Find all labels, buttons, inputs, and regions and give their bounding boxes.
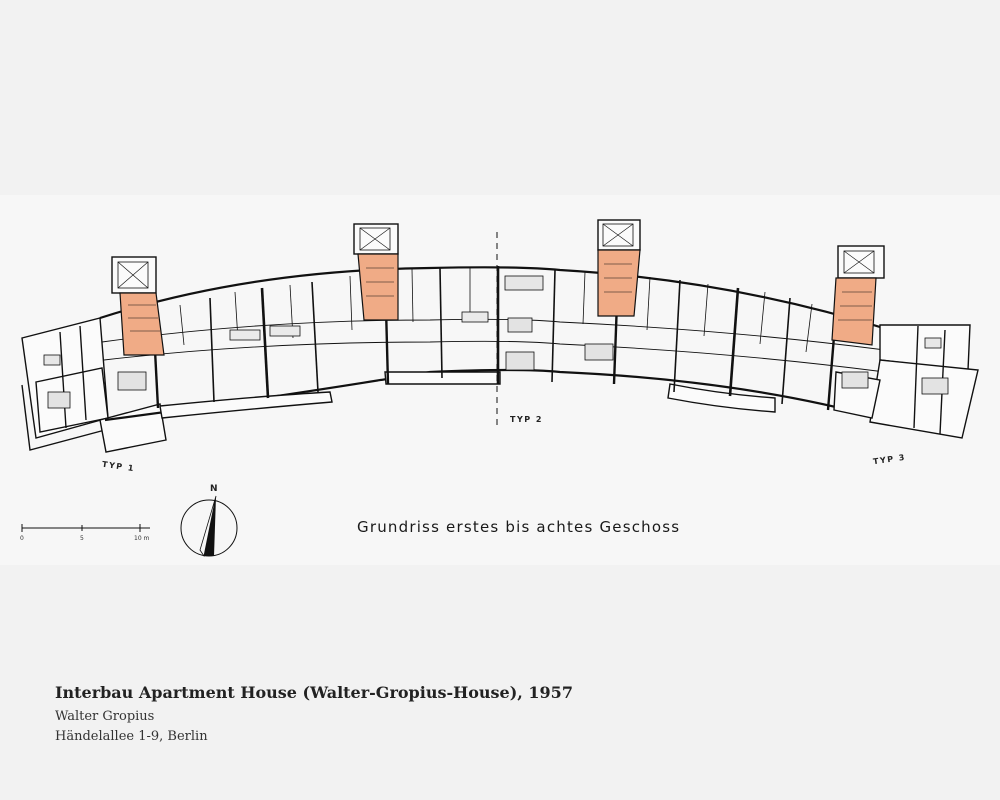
caption-architect: Walter Gropius bbox=[55, 709, 155, 724]
scale-label-0: 0 bbox=[20, 535, 24, 542]
label-typ2: TYP 2 bbox=[510, 415, 543, 424]
stair-core-1 bbox=[111, 256, 165, 356]
wing-typ1 bbox=[21, 317, 167, 453]
scale-bar bbox=[21, 524, 150, 532]
caption-title: Interbau Apartment House (Walter-Gropius… bbox=[55, 683, 573, 702]
scale-label-5: 5 bbox=[80, 535, 84, 542]
caption-address: Händelallee 1-9, Berlin bbox=[55, 729, 208, 744]
scale-label-10: 10 m bbox=[134, 535, 150, 542]
stair-core-4 bbox=[831, 245, 885, 346]
plan-title: Grundriss erstes bis achtes Geschoss bbox=[357, 518, 681, 536]
stair-core-2 bbox=[353, 223, 399, 321]
north-arrow bbox=[180, 495, 238, 558]
north-label: N bbox=[210, 484, 220, 494]
caption-block: Interbau Apartment House (Walter-Gropius… bbox=[55, 683, 573, 749]
curved-slab-body bbox=[99, 266, 891, 422]
stair-core-3 bbox=[597, 219, 641, 317]
wing-typ3 bbox=[833, 324, 979, 439]
